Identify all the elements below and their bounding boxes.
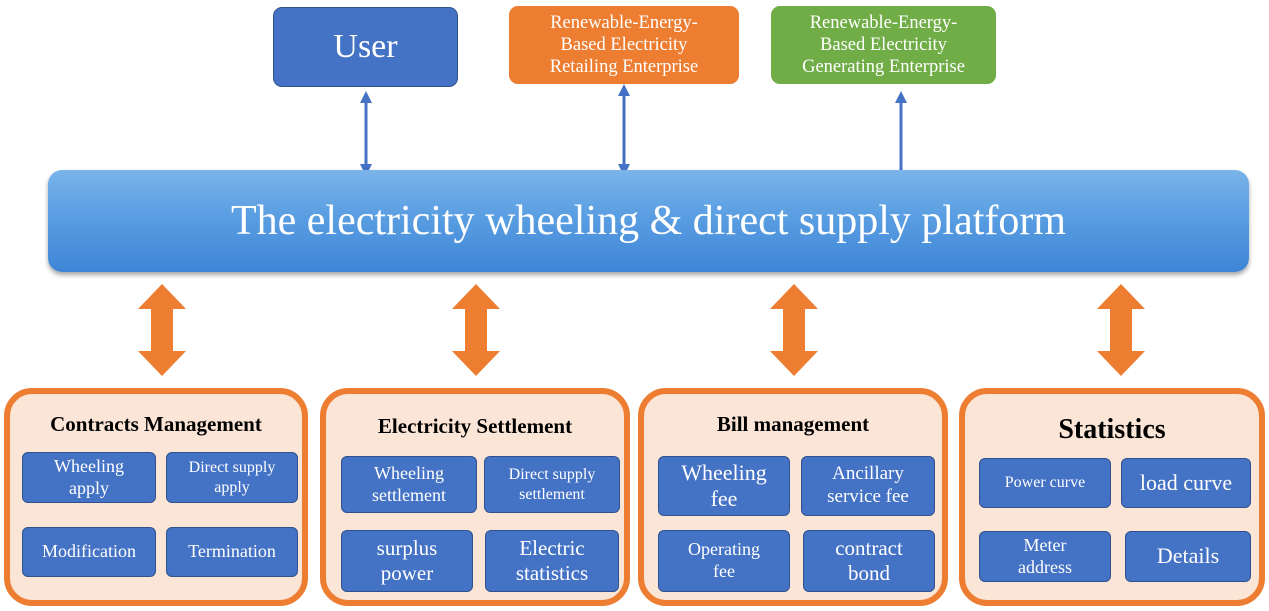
modification-button[interactable]: Modification <box>22 527 156 577</box>
termination-button[interactable]: Termination <box>166 527 298 577</box>
module-title: Bill management <box>716 412 870 436</box>
wheeling-fee-button[interactable]: Wheeling fee <box>658 456 790 516</box>
direct-supply-settlement-button[interactable]: Direct supply settlement <box>484 456 620 513</box>
generating-enterprise-box: Renewable-Energy- Based Electricity Gene… <box>771 6 996 84</box>
module-title: Electricity Settlement <box>377 414 573 438</box>
electric-statistics-button[interactable]: Electric statistics <box>485 530 619 592</box>
settlement-platform-arrow <box>452 284 500 376</box>
contract-bond-button[interactable]: contract bond <box>803 530 935 592</box>
user-box: User <box>273 7 458 87</box>
wheeling-settlement-button[interactable]: Wheeling settlement <box>341 456 477 513</box>
wheeling-apply-button[interactable]: Wheeling apply <box>22 452 156 503</box>
statistics-platform-arrow <box>1097 284 1145 376</box>
operating-fee-button[interactable]: Operating fee <box>658 530 790 592</box>
direct-supply-apply-button[interactable]: Direct supply apply <box>166 452 298 503</box>
load-curve-button[interactable]: load curve <box>1121 458 1251 508</box>
bill-management-module: Bill management Wheeling fee Ancillary s… <box>638 388 948 606</box>
surplus-power-button[interactable]: surplus power <box>341 530 473 592</box>
electricity-settlement-module: Electricity Settlement Wheeling settleme… <box>320 388 630 606</box>
module-title: Statistics <box>1058 414 1166 445</box>
contracts-management-module: Contracts Management Wheeling apply Dire… <box>4 388 308 606</box>
power-curve-button[interactable]: Power curve <box>979 458 1111 508</box>
platform-label: The electricity wheeling & direct supply… <box>230 198 1067 244</box>
module-title: Contracts Management <box>50 412 262 436</box>
bill-platform-arrow <box>770 284 818 376</box>
statistics-module: Statistics Power curve load curve Meter … <box>959 388 1265 606</box>
retailing-enterprise-box: Renewable-Energy- Based Electricity Reta… <box>509 6 739 84</box>
platform-bar: The electricity wheeling & direct supply… <box>48 170 1249 272</box>
meter-address-button[interactable]: Meter address <box>979 531 1111 582</box>
details-button[interactable]: Details <box>1125 531 1251 582</box>
contracts-platform-arrow <box>138 284 186 376</box>
ancillary-service-fee-button[interactable]: Ancillary service fee <box>801 456 935 516</box>
